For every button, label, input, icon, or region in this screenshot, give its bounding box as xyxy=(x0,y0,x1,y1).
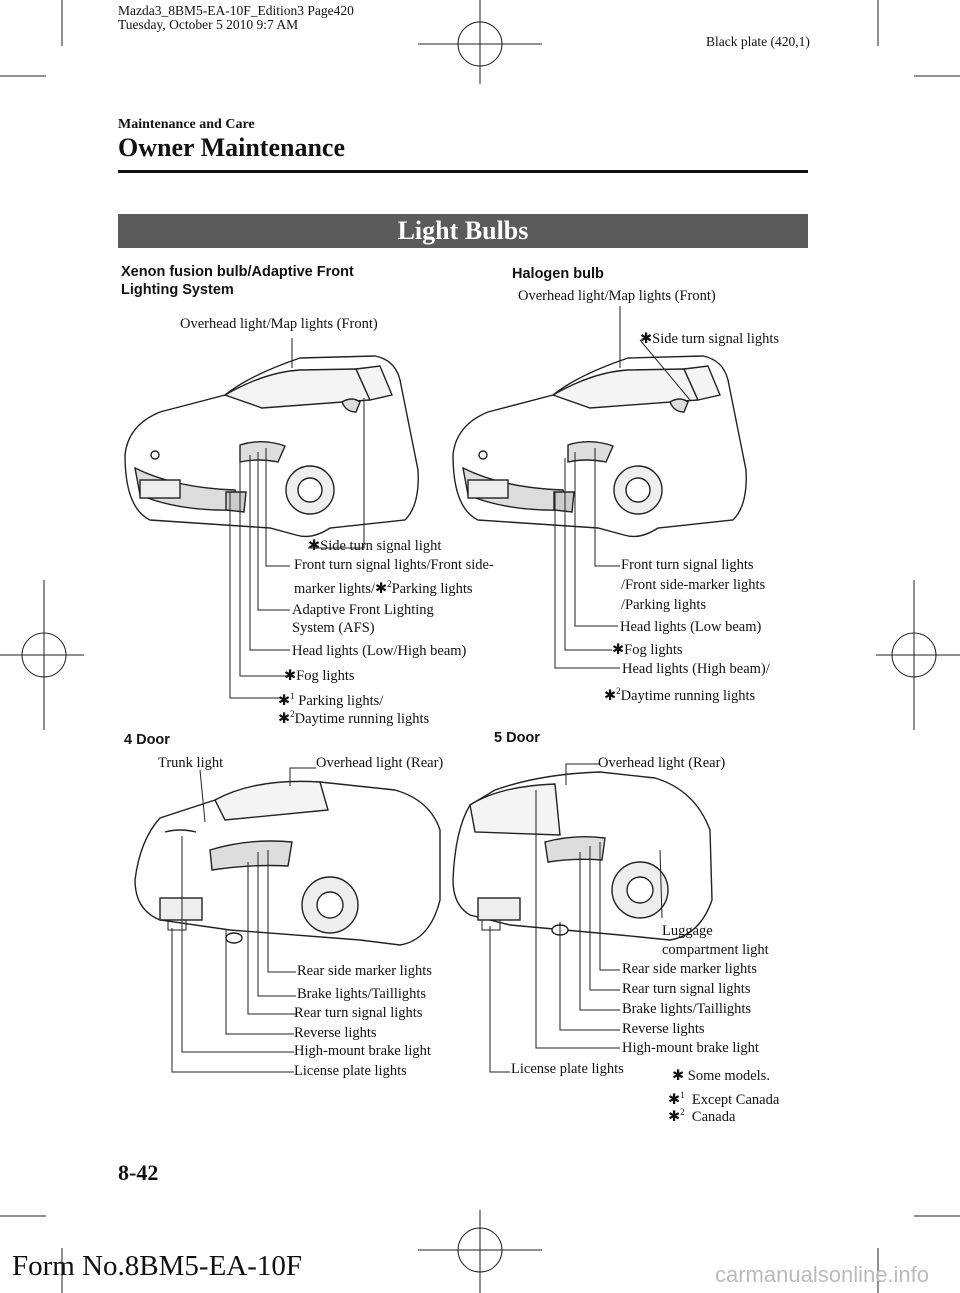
footnote-text: Canada xyxy=(691,1108,736,1125)
five-door-heading: 5 Door xyxy=(494,730,540,746)
print-slug-line2: Tuesday, October 5 2010 9:7 AM xyxy=(118,17,299,32)
footnote-sup: 2 xyxy=(616,686,621,696)
five-door-luggage-line1: Luggage xyxy=(662,923,713,939)
halogen-front-turn-line3: /Parking lights xyxy=(621,597,706,613)
four-door-trunk-label: Trunk light xyxy=(158,755,224,771)
four-door-reverse-label: Reverse lights xyxy=(294,1025,377,1041)
xenon-side-turn-label: ✱Side turn signal light xyxy=(308,538,441,555)
label-text: Parking lights/ xyxy=(298,692,384,709)
leader-lines xyxy=(167,306,691,1073)
star-mark: ✱ xyxy=(604,687,617,704)
halogen-fog-label: ✱Fog lights xyxy=(612,642,683,659)
page-title: Owner Maintenance xyxy=(118,133,345,162)
label-text: Side turn signal lights xyxy=(652,331,780,347)
five-door-license-label: License plate lights xyxy=(511,1061,624,1077)
star-mark: ✱ xyxy=(308,538,321,554)
four-door-brake-label: Brake lights/Taillights xyxy=(297,986,427,1002)
halogen-front-turn-line2: /Front side-marker lights xyxy=(621,577,766,593)
star-mark: ✱ xyxy=(640,331,653,347)
footnote-sup: 2 xyxy=(680,1107,685,1117)
four-door-heading: 4 Door xyxy=(124,732,170,748)
car-front-halogen xyxy=(452,355,747,538)
five-door-rear-side-marker-label: Rear side marker lights xyxy=(622,961,757,977)
halogen-head-low-label: Head lights (Low beam) xyxy=(620,619,762,635)
title-rule xyxy=(118,170,808,173)
xenon-overhead-label: Overhead light/Map lights (Front) xyxy=(180,316,378,332)
label-text: Daytime running lights xyxy=(620,687,756,704)
form-number: Form No.8BM5-EA-10F xyxy=(12,1250,303,1282)
four-door-rear-side-marker-label: Rear side marker lights xyxy=(297,963,432,979)
xenon-drl-label: ✱2Daytime running lights xyxy=(278,706,429,728)
footnote-sup: 1 xyxy=(290,691,295,701)
xenon-head-label: Head lights (Low/High beam) xyxy=(292,643,467,659)
footnote-sup: 2 xyxy=(387,579,392,589)
footnote-some-models: ✱ Some models. xyxy=(672,1068,770,1085)
halogen-head-high-label: Head lights (High beam)/ xyxy=(622,661,770,677)
star-mark: ✱ xyxy=(278,692,291,709)
car-rear-4door xyxy=(134,780,441,946)
footnote-text: Except Canada xyxy=(691,1091,780,1108)
label-text: Parking lights xyxy=(391,580,473,597)
xenon-afs-line2: System (AFS) xyxy=(292,620,375,636)
footnote-text: Some models. xyxy=(687,1068,770,1084)
label-text: marker lights/ xyxy=(294,580,375,597)
halogen-drl-label: ✱2Daytime running lights xyxy=(604,683,755,705)
five-door-high-mount-label: High-mount brake light xyxy=(622,1040,759,1056)
five-door-rear-turn-label: Rear turn signal lights xyxy=(622,981,751,997)
label-text: Fog lights xyxy=(296,668,355,684)
star-mark: ✱ xyxy=(284,668,297,684)
car-front-xenon xyxy=(124,355,419,538)
footnote-except-canada: ✱1 Except Canada xyxy=(668,1087,779,1109)
xenon-heading-line2: Lighting System xyxy=(121,282,234,298)
star-mark: ✱ xyxy=(668,1091,681,1108)
five-door-luggage-line2: compartment light xyxy=(662,942,769,958)
halogen-front-turn-line1: Front turn signal lights xyxy=(621,557,754,573)
footnote-sup: 1 xyxy=(680,1090,685,1100)
xenon-heading-line1: Xenon fusion bulb/Adaptive Front xyxy=(121,264,354,280)
footnote-sup: 2 xyxy=(290,709,295,719)
xenon-afs-line1: Adaptive Front Lighting xyxy=(292,602,434,618)
label-text: Side turn signal light xyxy=(320,538,442,554)
star-mark: ✱ xyxy=(668,1108,681,1125)
xenon-front-turn-line1: Front turn signal lights/Front side- xyxy=(294,557,494,573)
label-text: Daytime running lights xyxy=(294,710,430,727)
star-mark: ✱ xyxy=(278,710,291,727)
section-label: Maintenance and Care xyxy=(118,117,255,132)
star-mark: ✱ xyxy=(612,642,625,658)
star-mark: ✱ xyxy=(672,1068,685,1084)
halogen-heading: Halogen bulb xyxy=(512,266,604,282)
halogen-overhead-label: Overhead light/Map lights (Front) xyxy=(518,288,716,304)
label-text: Fog lights xyxy=(624,642,683,658)
star-mark: ✱ xyxy=(374,580,388,597)
page-number: 8-42 xyxy=(118,1160,159,1185)
five-door-reverse-label: Reverse lights xyxy=(622,1021,705,1037)
four-door-overhead-label: Overhead light (Rear) xyxy=(316,755,444,771)
halogen-side-turn-label: ✱Side turn signal lights xyxy=(640,331,779,348)
car-rear-5door xyxy=(452,771,713,941)
five-door-brake-label: Brake lights/Taillights xyxy=(622,1001,752,1017)
xenon-front-turn-line2: marker lights/✱2Parking lights xyxy=(294,576,473,598)
xenon-parking-label: ✱1 Parking lights/ xyxy=(278,688,383,710)
xenon-fog-label: ✱Fog lights xyxy=(284,668,355,685)
black-plate-label: Black plate (420,1) xyxy=(706,34,810,49)
four-door-license-label: License plate lights xyxy=(294,1063,407,1079)
four-door-rear-turn-label: Rear turn signal lights xyxy=(294,1005,423,1021)
print-slug-line1: Mazda3_8BM5-EA-10F_Edition3 Page420 xyxy=(118,3,354,18)
four-door-high-mount-label: High-mount brake light xyxy=(294,1043,431,1059)
watermark: carmanualsonline.info xyxy=(715,1262,930,1287)
light-bulbs-banner: Light Bulbs xyxy=(118,214,808,248)
five-door-overhead-label: Overhead light (Rear) xyxy=(598,755,726,771)
footnote-canada: ✱2 Canada xyxy=(668,1104,735,1126)
